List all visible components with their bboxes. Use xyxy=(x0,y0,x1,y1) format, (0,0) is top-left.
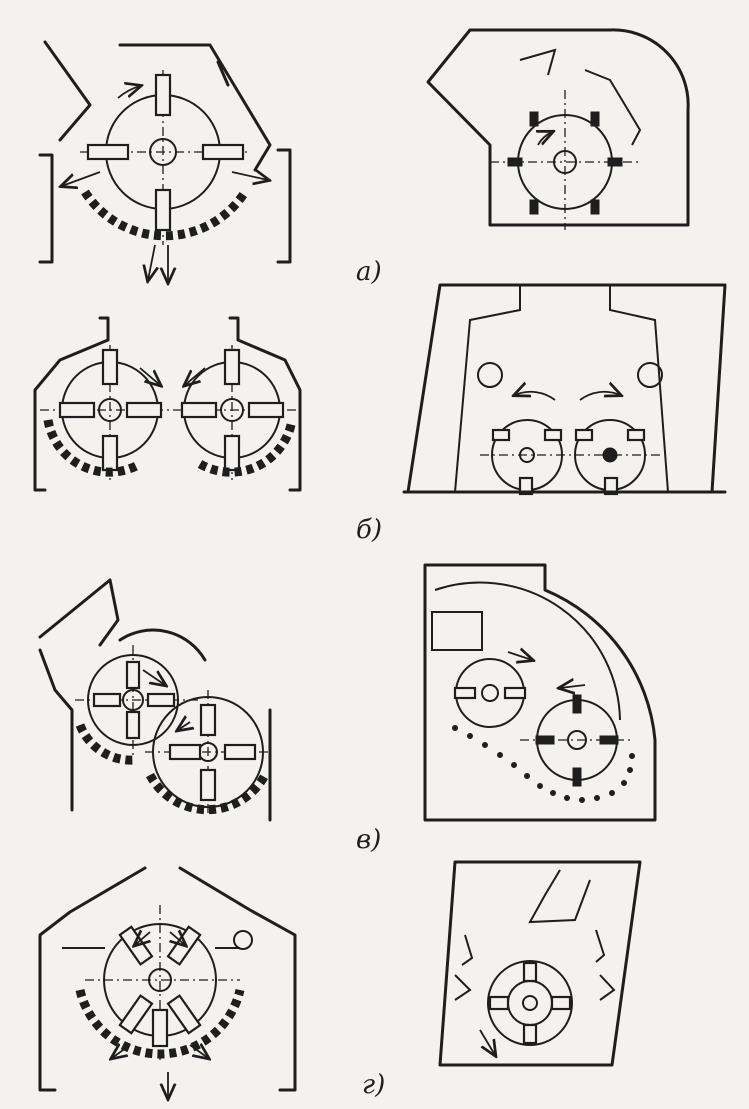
panel-v-label: в) xyxy=(356,825,381,855)
panel-g-label: г) xyxy=(362,1070,385,1100)
panel-b-label: б) xyxy=(356,515,382,545)
panel-g-left-reversible-crusher xyxy=(38,866,297,1098)
panel-a-label: а) xyxy=(356,257,382,287)
panel-b-right-twin-rotor-crusher xyxy=(402,283,727,496)
panel-a-right-crusher-with-hinged-plates xyxy=(426,28,690,230)
panel-v-right-two-rotor-crusher xyxy=(423,563,657,822)
panel-g-right-crusher-with-reflectors xyxy=(438,860,642,1067)
panel-v-left-two-stage-crusher xyxy=(38,578,272,822)
panel-b-left-twin-rotor-crusher xyxy=(33,316,302,492)
panel-a-left-single-rotor-crusher xyxy=(38,40,292,282)
panel-v-grate-holes xyxy=(452,725,635,803)
